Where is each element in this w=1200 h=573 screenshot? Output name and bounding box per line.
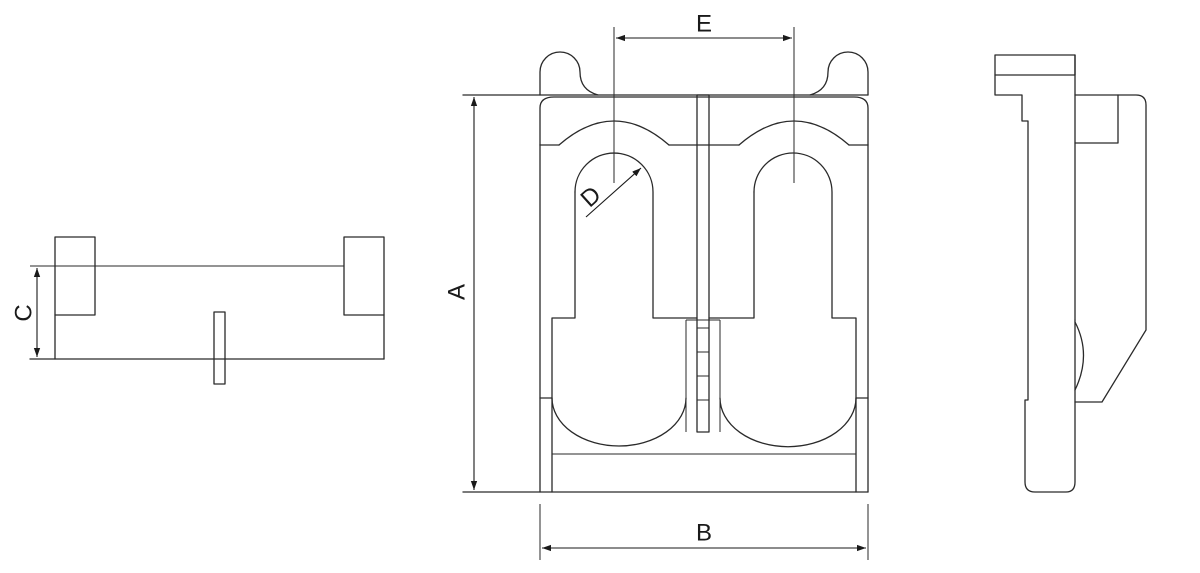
- dimension-b: B: [539, 504, 869, 560]
- front-view-left-slot: [574, 152, 698, 319]
- top-view-center-tab: [213, 311, 226, 385]
- front-view-right-slot-inner: [708, 191, 755, 319]
- dimension-b-label: B: [696, 520, 712, 547]
- side-view-body-outline: [994, 74, 1076, 493]
- dimension-e: E: [616, 11, 792, 42]
- front-view-inner-top: [539, 96, 869, 146]
- front-view-right-ear: [809, 51, 869, 96]
- front-view-right-bowl: [719, 397, 857, 448]
- side-view-clip-bump: [1074, 321, 1085, 391]
- front-view-right-slot: [753, 152, 857, 493]
- front-view-left-ear: [539, 51, 599, 96]
- dimension-d: D: [576, 167, 642, 218]
- top-view-left-block: [54, 236, 96, 316]
- dimension-a-label: A: [444, 284, 471, 300]
- side-view-clip-notch: [1074, 94, 1119, 144]
- top-view-right-block: [343, 236, 385, 316]
- side-view-top-cap: [994, 54, 1076, 76]
- dimension-e-label: E: [696, 11, 712, 38]
- dimension-c-label: C: [11, 304, 38, 321]
- dimension-c: C: [11, 268, 41, 357]
- side-view-clip: [1074, 94, 1147, 403]
- front-view-left-bowl: [551, 397, 687, 447]
- front-view-left-wall: [551, 191, 576, 493]
- dimension-d-label: D: [576, 181, 607, 213]
- side-view: [994, 54, 1147, 493]
- front-view: [462, 27, 869, 493]
- front-view-center-divider: [696, 94, 710, 433]
- dimension-a: A: [444, 97, 478, 490]
- dimension-d-arrow: [585, 167, 642, 218]
- top-view: [29, 236, 385, 385]
